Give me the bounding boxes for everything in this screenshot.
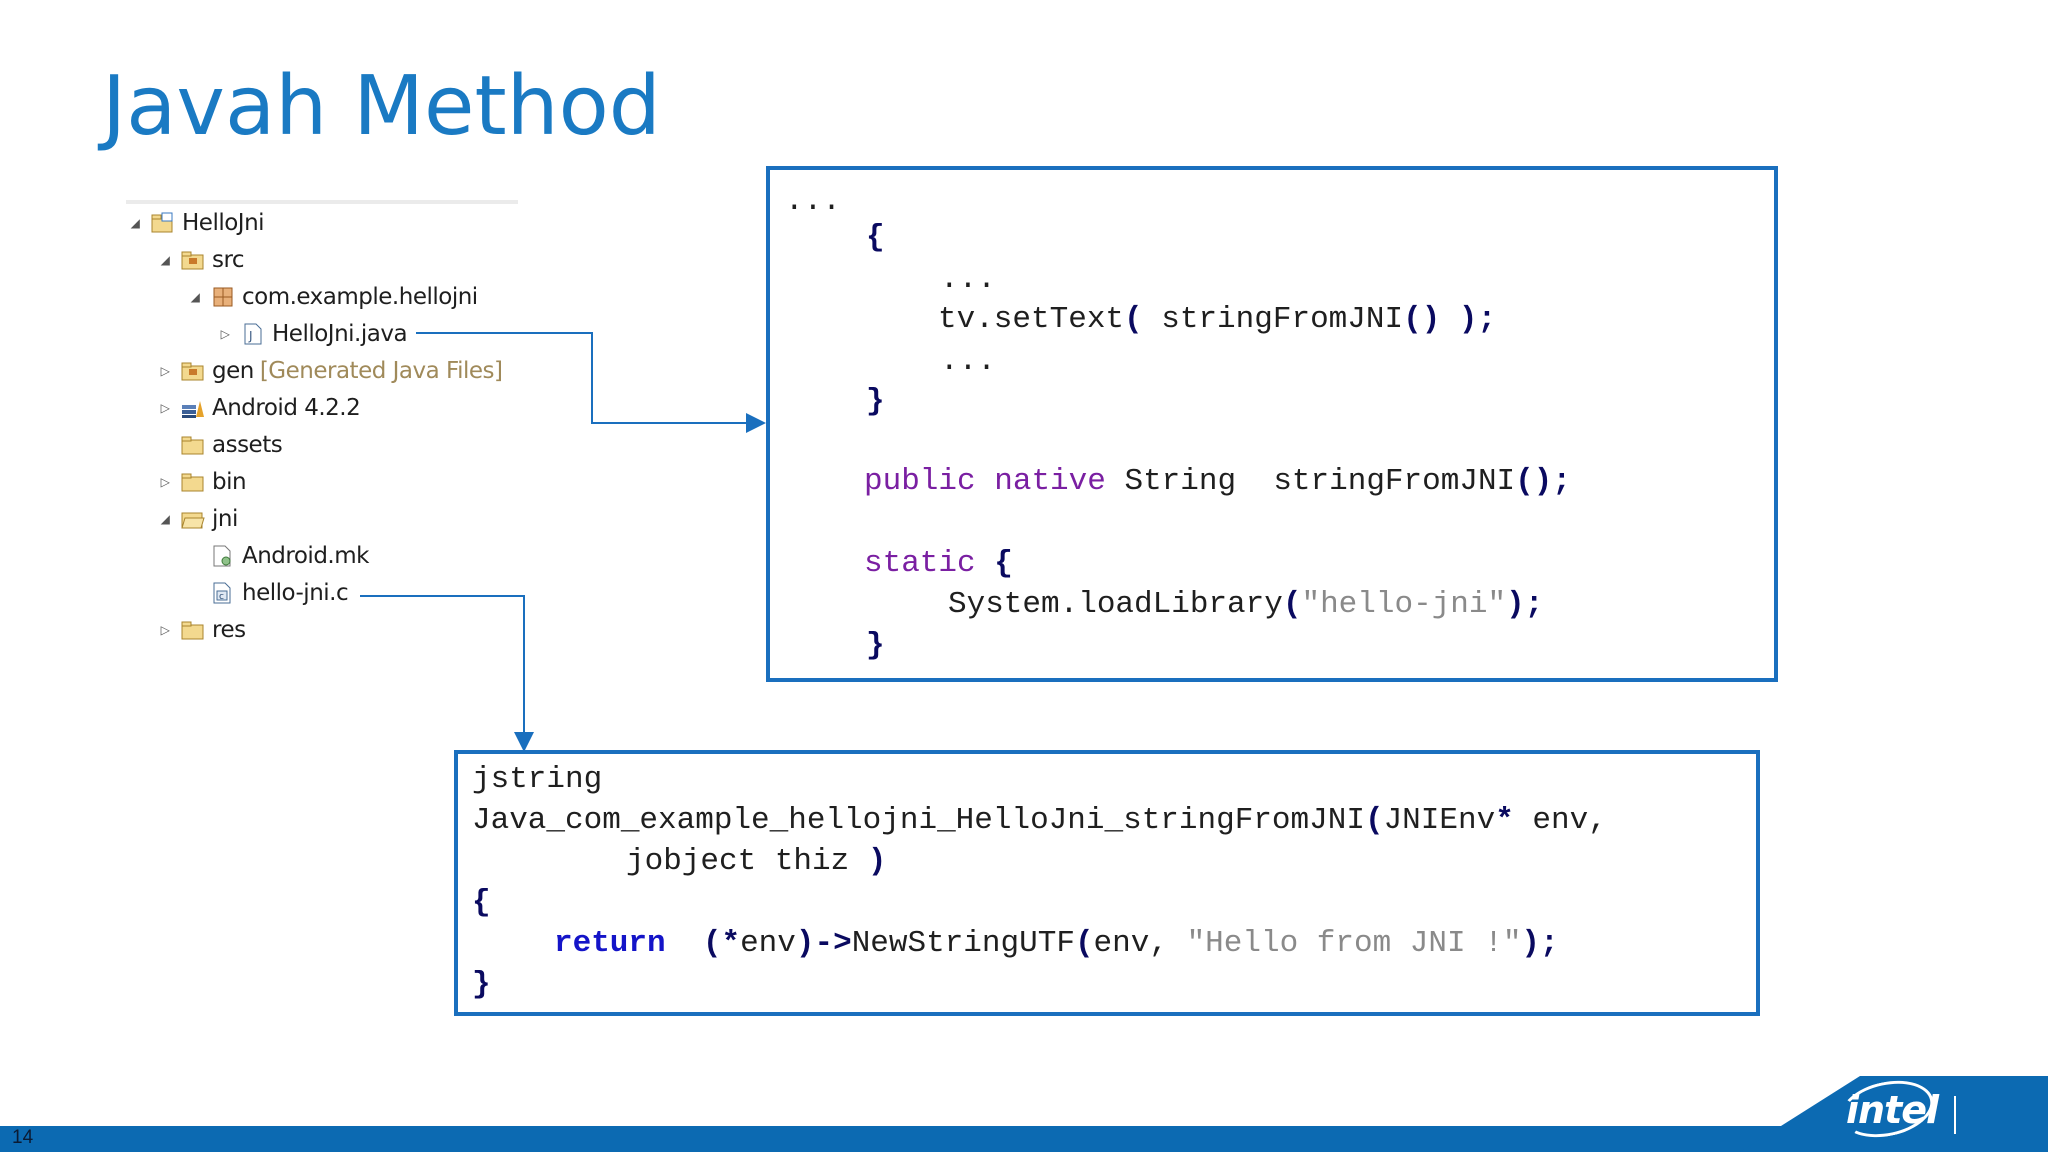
java-file-connector xyxy=(416,332,766,433)
tree-item-label: jni xyxy=(212,506,238,532)
folder-icon xyxy=(180,470,206,494)
code-open-brace: { xyxy=(866,220,885,255)
tree-item-label: com.example.hellojni xyxy=(242,284,478,310)
logo-divider xyxy=(1954,1096,1956,1134)
tree-item-label: bin xyxy=(212,469,247,495)
svg-text:J: J xyxy=(248,329,252,343)
c-file-connector xyxy=(360,595,534,752)
code-close-brace: } xyxy=(866,384,885,419)
collapse-arrow-icon[interactable]: ▷ xyxy=(160,475,170,489)
svg-text:c: c xyxy=(219,592,224,602)
collapse-arrow-icon[interactable]: ▷ xyxy=(160,623,170,637)
source-folder-icon xyxy=(180,248,206,272)
tree-item-android-library[interactable]: ▷ Android 4.2.2 xyxy=(156,390,361,426)
code-static-block: static { xyxy=(864,546,1013,581)
tree-item-jni[interactable]: ◢ jni xyxy=(156,501,239,537)
package-icon xyxy=(210,285,236,309)
tree-item-hellojni-java[interactable]: ▷ J HelloJni.java xyxy=(216,316,408,352)
intel-logo: intel xyxy=(1846,1088,1939,1132)
generated-files-note: [Generated Java Files] xyxy=(259,358,503,384)
tree-item-label: Android 4.2.2 xyxy=(212,395,361,421)
source-folder-icon xyxy=(180,359,206,383)
makefile-icon xyxy=(210,544,236,568)
page-number: 14 xyxy=(12,1127,34,1148)
expand-arrow-icon[interactable]: ◢ xyxy=(160,253,170,267)
expand-arrow-icon[interactable]: ◢ xyxy=(160,512,170,526)
c-close-brace: } xyxy=(472,967,491,1002)
tree-item-gen[interactable]: ▷ gen [Generated Java Files] xyxy=(156,353,503,389)
collapse-arrow-icon[interactable]: ▷ xyxy=(160,364,170,378)
tree-item-assets[interactable]: assets xyxy=(180,427,283,463)
tree-item-label: HelloJni.java xyxy=(272,321,408,347)
folder-icon xyxy=(180,433,206,457)
tree-item-label: gen xyxy=(212,358,254,384)
tree-item-src[interactable]: ◢ src xyxy=(156,242,245,278)
c-open-brace: { xyxy=(472,885,491,920)
code-ellipsis: ... xyxy=(940,344,996,379)
project-icon xyxy=(150,211,176,235)
tree-item-label: res xyxy=(212,617,246,643)
tree-header-divider xyxy=(126,200,518,204)
c-code-box xyxy=(454,750,1760,1016)
tree-item-android-mk[interactable]: Android.mk xyxy=(210,538,369,574)
tree-item-label: HelloJni xyxy=(182,210,265,236)
java-code-box xyxy=(766,166,1778,682)
folder-open-icon xyxy=(180,507,206,531)
footer-bar xyxy=(0,1126,2048,1152)
c-function-signature: Java_com_example_hellojni_HelloJni_strin… xyxy=(472,803,1607,838)
code-ellipsis: ... xyxy=(785,184,841,219)
tree-item-res[interactable]: ▷ res xyxy=(156,612,246,648)
tree-item-bin[interactable]: ▷ bin xyxy=(156,464,247,500)
code-settext-line: tv.setText( stringFromJNI() ); xyxy=(938,302,1497,337)
code-close-brace: } xyxy=(866,628,885,663)
expand-arrow-icon[interactable]: ◢ xyxy=(190,290,200,304)
c-return-statement: return (*env)->NewStringUTF(env, "Hello … xyxy=(554,926,1559,961)
c-file-icon: c xyxy=(210,581,236,605)
folder-icon xyxy=(180,618,206,642)
expand-arrow-icon[interactable]: ◢ xyxy=(130,216,140,230)
tree-item-label: src xyxy=(212,247,245,273)
tree-item-hello-jni-c[interactable]: c hello-jni.c xyxy=(210,575,349,611)
slide-title: Javah Method xyxy=(102,59,661,154)
java-file-icon: J xyxy=(240,322,266,346)
collapse-arrow-icon[interactable]: ▷ xyxy=(160,401,170,415)
tree-item-label: Android.mk xyxy=(242,543,369,569)
c-return-type: jstring xyxy=(472,762,603,797)
code-load-library: System.loadLibrary("hello-jni"); xyxy=(948,587,1544,622)
library-icon xyxy=(180,396,206,420)
tree-item-label: assets xyxy=(212,432,283,458)
code-ellipsis: ... xyxy=(940,262,996,297)
collapse-arrow-icon[interactable]: ▷ xyxy=(220,327,230,341)
tree-item-hellojni[interactable]: ◢ HelloJni xyxy=(126,205,265,241)
tree-item-label: hello-jni.c xyxy=(242,580,349,606)
tree-item-package[interactable]: ◢ com.example.hellojni xyxy=(186,279,479,315)
code-native-declaration: public native String stringFromJNI(); xyxy=(864,464,1571,499)
c-function-params: jobject thiz ) xyxy=(626,844,887,879)
